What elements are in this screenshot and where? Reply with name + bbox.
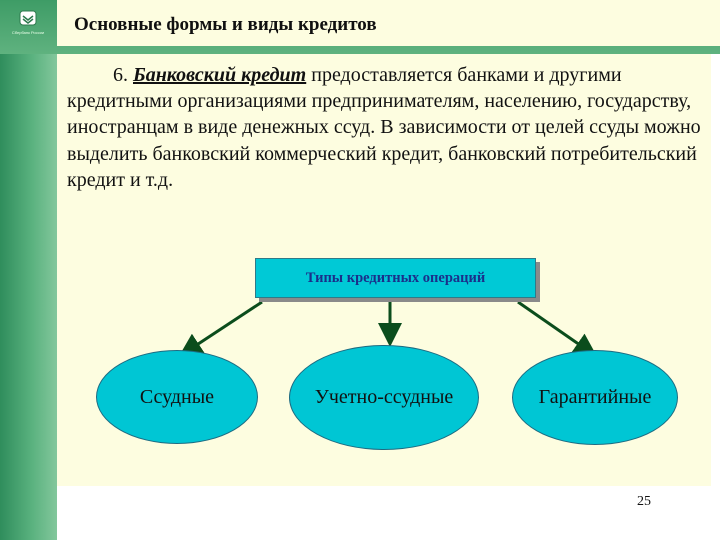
definition-paragraph: 6. Банковский кредит предоставляется бан… — [67, 62, 707, 193]
paragraph-term: Банковский кредит — [133, 64, 307, 86]
logo-caption: Сбербанк России — [11, 30, 45, 35]
paragraph-text: предоставляется банками и другими кредит… — [67, 64, 701, 191]
arrow-right — [517, 300, 598, 358]
node-guarantee: Гарантийные — [512, 350, 678, 445]
node-loan: Ссудные — [96, 350, 258, 444]
diagram-root-node: Типы кредитных операций — [255, 258, 540, 302]
title-area — [57, 0, 720, 46]
sidebar-band — [0, 0, 57, 540]
paragraph-number: 6. — [113, 64, 133, 86]
footer-area — [57, 486, 720, 540]
slide-title: Основные формы и виды кредитов — [74, 14, 377, 35]
page-number: 25 — [637, 494, 651, 509]
arrow-left — [178, 300, 263, 357]
root-node-label: Типы кредитных операций — [255, 258, 536, 298]
node-discount-loan: Учетно-ссудные — [289, 345, 479, 450]
sberbank-logo-icon — [19, 10, 37, 26]
